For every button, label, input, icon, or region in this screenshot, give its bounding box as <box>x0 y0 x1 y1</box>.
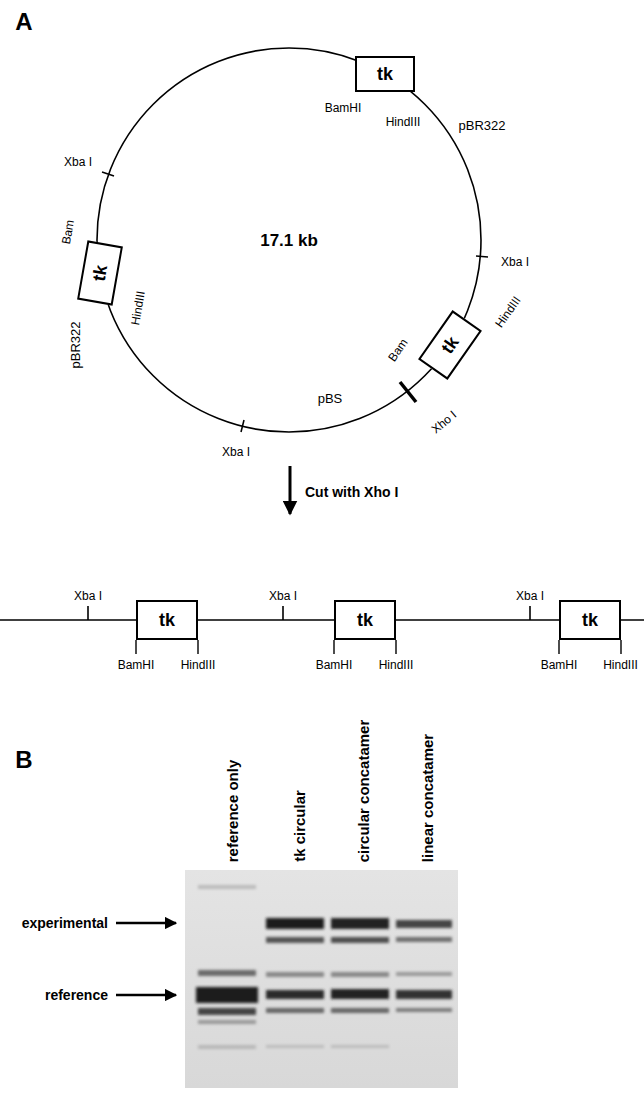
site-tick <box>282 606 284 620</box>
gene-name: tk <box>90 264 111 283</box>
gene-box: tk <box>559 600 621 640</box>
label-text: reference only <box>225 759 240 862</box>
label-text: Xba I <box>222 446 250 458</box>
gene-name: tk <box>438 333 462 356</box>
label-text: B <box>15 748 32 772</box>
label-text: HindIII <box>493 294 523 329</box>
label-text: HindIII <box>386 116 421 128</box>
pointer-arrow <box>116 922 176 925</box>
gene-name: tk <box>357 611 373 629</box>
site-tick <box>241 420 244 432</box>
linear-dna <box>0 619 644 621</box>
label-text: Cut with Xho I <box>305 485 398 499</box>
label-text: Xba I <box>74 590 102 602</box>
label-text: BamHI <box>541 659 578 671</box>
label-text: HindIII <box>603 659 638 671</box>
label-text: 17.1 kb <box>260 232 318 249</box>
label-text: Bam <box>60 219 76 245</box>
label-text: circular concatamer <box>356 719 371 862</box>
label-text: BamHI <box>325 102 362 114</box>
gene-name: tk <box>377 65 393 83</box>
label-text: Xba I <box>501 256 529 268</box>
label-text: HindIII <box>129 290 147 326</box>
label-text: Xba I <box>269 590 297 602</box>
label-text: A <box>15 10 32 34</box>
gene-name: tk <box>159 611 175 629</box>
gene-name: tk <box>582 611 598 629</box>
site-tick <box>529 606 531 620</box>
gene-box: tk <box>77 240 123 305</box>
label-text: reference <box>45 988 108 1002</box>
label-text: pBS <box>318 392 343 405</box>
label-text: HindIII <box>379 659 414 671</box>
label-text: Xba I <box>516 590 544 602</box>
gene-box: tk <box>355 56 415 92</box>
gene-box: tk <box>334 600 396 640</box>
label-text: Xho I <box>429 408 458 435</box>
process-arrow <box>289 466 292 514</box>
label-text: tk circular <box>292 790 307 862</box>
label-text: HindIII <box>181 659 216 671</box>
site-tick <box>87 606 89 620</box>
label-text: linear concatamer <box>420 734 435 862</box>
plasmid-ring <box>97 48 481 432</box>
gel-image <box>185 870 458 1088</box>
label-text: experimental <box>22 916 108 930</box>
site-ticks <box>136 640 621 654</box>
label-text: pBR322 <box>459 119 506 132</box>
label-text: pBR322 <box>69 322 82 369</box>
label-text: Bam <box>386 336 410 363</box>
label-text: BamHI <box>316 659 353 671</box>
cut-mark <box>400 382 416 402</box>
site-tick <box>476 256 488 257</box>
gel-bands <box>196 885 452 1049</box>
gene-box: tk <box>136 600 198 640</box>
pointer-arrow <box>116 994 176 997</box>
label-text: Xba I <box>64 156 92 168</box>
gene-box: tk <box>418 310 482 380</box>
label-text: BamHI <box>118 659 155 671</box>
site-tick <box>102 172 114 176</box>
